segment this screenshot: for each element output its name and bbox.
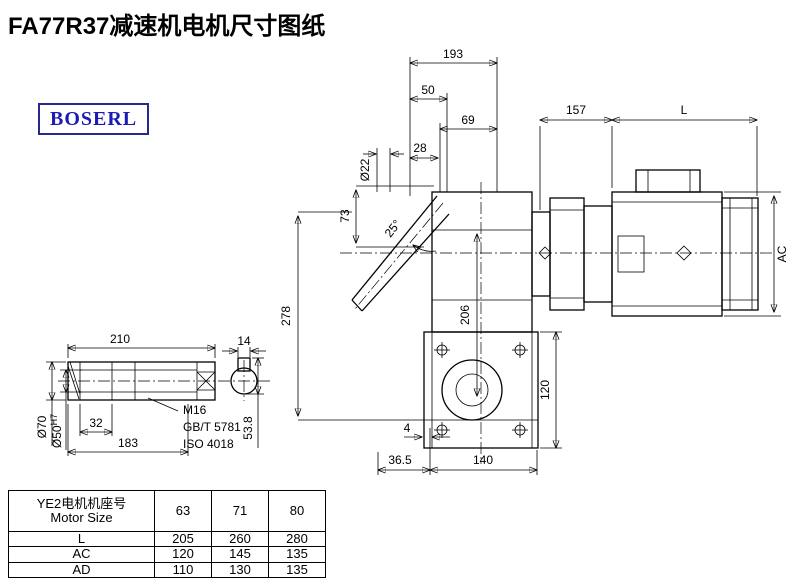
dimensions-motor: 157 L AC [539,103,789,317]
table-row-motor-size: YE2电机机座号 Motor Size 63 71 80 [8,490,326,532]
technical-drawing: 193 50 69 28 Ø22 73 25° 157 L AC [35,47,789,475]
dim-140: 140 [473,453,493,467]
gearbox-front-view [351,191,539,449]
value-AD-80: 135 [268,561,326,578]
shaft-end-view: 14 53.8 [222,334,266,448]
dim-193: 193 [443,47,463,61]
dim-4: 4 [404,421,411,435]
dimensions-housing: 278 206 120 4 36.5 140 [279,211,562,475]
motor-size-label-cn: YE2电机机座号 [36,495,127,511]
dim-36-5: 36.5 [388,453,412,467]
motor-size-80: 80 [268,490,326,532]
dim-157: 157 [566,103,586,117]
dim-dia50h7: Ø50H7 [49,414,64,448]
dimensions-top: 193 50 69 28 Ø22 73 25° [338,47,498,251]
value-AD-63: 110 [154,561,212,578]
value-AC-80: 135 [268,546,326,563]
dim-50: 50 [421,83,435,97]
value-L-80: 280 [268,530,326,548]
row-label-AD: AD [8,561,155,578]
dia50-value: Ø50 [50,425,64,448]
value-AC-63: 120 [154,546,212,563]
dim-14: 14 [237,334,251,348]
table-row-AC: AC 120 145 135 [8,546,326,563]
motor-size-71: 71 [211,490,269,532]
dim-32: 32 [89,416,103,430]
table-row-L: L 205 260 280 [8,530,326,548]
label-m16: M16 [183,403,207,417]
dim-73: 73 [338,209,352,223]
dim-53-8: 53.8 [241,416,255,440]
centerlines [58,182,772,464]
dim-120: 120 [538,380,552,400]
motor-size-63: 63 [154,490,212,532]
table-row-AD: AD 110 130 135 [8,561,326,578]
dim-dia70: Ø70 [35,415,49,438]
motor-side-view [531,169,759,317]
value-L-63: 205 [154,530,212,548]
label-iso-standard: ISO 4018 [183,437,234,451]
spec-table: YE2电机机座号 Motor Size 63 71 80 L 205 260 2… [8,490,326,578]
dim-210: 210 [110,332,130,346]
motor-size-label-cell: YE2电机机座号 Motor Size [8,490,155,532]
motor-size-label-en: Motor Size [50,510,113,525]
value-L-71: 260 [211,530,269,548]
row-label-L: L [8,530,155,548]
dim-278: 278 [279,306,293,326]
row-label-AC: AC [8,546,155,563]
dim-L: L [681,103,688,117]
dim-dia22: Ø22 [358,158,372,181]
brand-logo: BOSERL [38,103,150,135]
dim-AC: AC [775,245,789,262]
shaft-detail-view: 210 32 183 Ø70 Ø50H7 M16 GB/T 5781 ISO 4… [35,332,241,456]
value-AC-71: 145 [211,546,269,563]
dim-28: 28 [413,141,427,155]
dim-angle-25: 25° [382,217,404,240]
dim-206: 206 [458,305,472,325]
page-title: FA77R37减速机电机尺寸图纸 [8,13,326,40]
dim-183: 183 [118,436,138,450]
dim-69: 69 [461,113,475,127]
value-AD-71: 130 [211,561,269,578]
dia50-tolerance: H7 [49,414,59,426]
label-gb-standard: GB/T 5781 [183,420,241,434]
